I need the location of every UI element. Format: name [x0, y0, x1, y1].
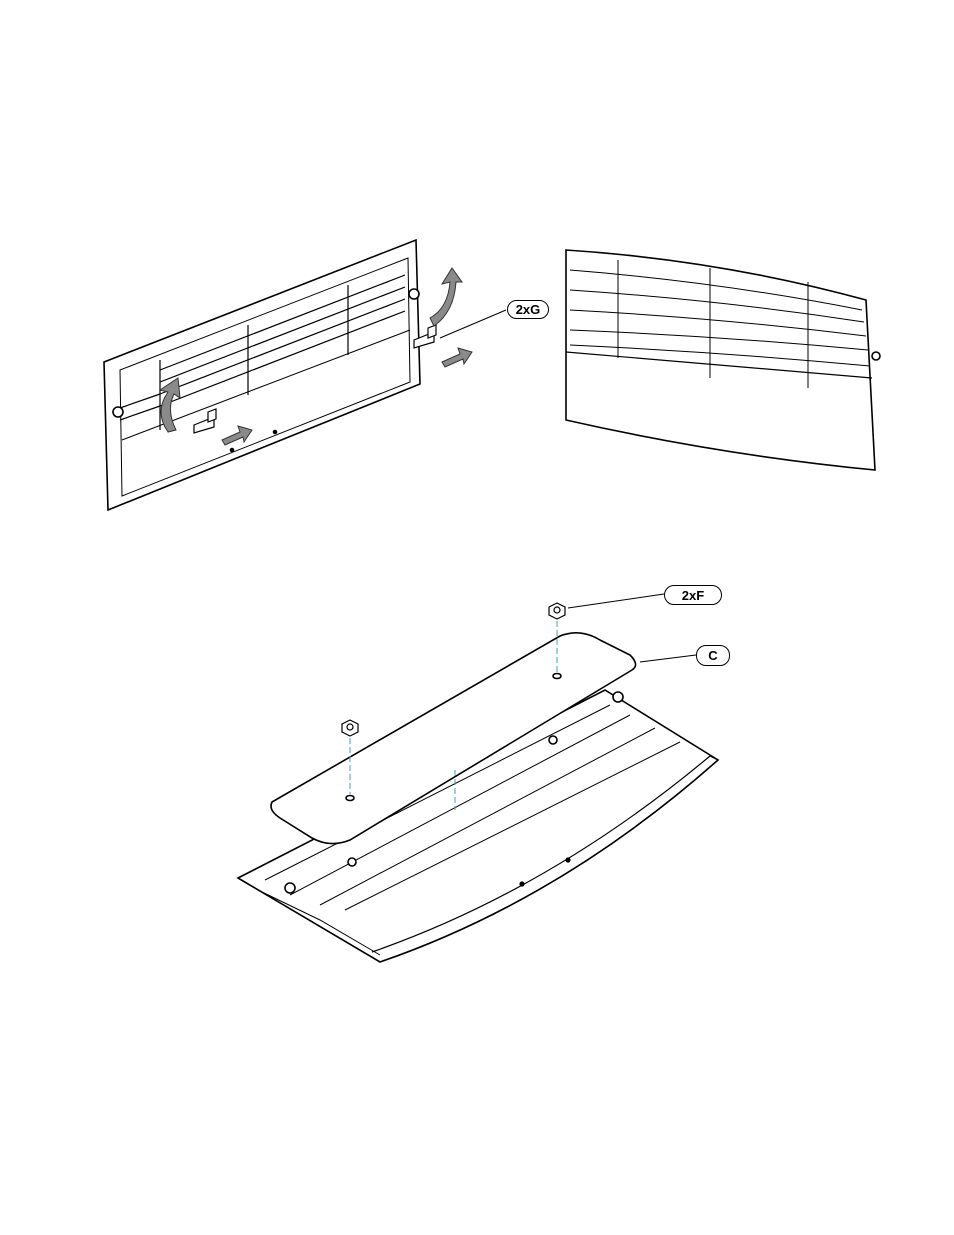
- leader-line-2xg: [439, 309, 507, 339]
- callout-2xg: 2xG: [507, 300, 549, 319]
- callout-c: C: [696, 645, 730, 666]
- front-grille-panel-right: [565, 249, 881, 471]
- nut-f-left: [341, 719, 359, 737]
- leader-line-2xf: [567, 593, 665, 609]
- callout-2xf: 2xF: [664, 585, 722, 605]
- front-grille-panel-left: [103, 238, 421, 512]
- motion-arrows: [158, 267, 473, 446]
- cover-plate-c: [270, 632, 637, 845]
- guide-lines: [349, 621, 558, 810]
- nut-f-right: [548, 602, 566, 620]
- clip-g-left: [193, 408, 217, 434]
- leader-line-c: [639, 654, 697, 663]
- clip-g-right: [413, 324, 437, 349]
- base-tray: [236, 689, 720, 963]
